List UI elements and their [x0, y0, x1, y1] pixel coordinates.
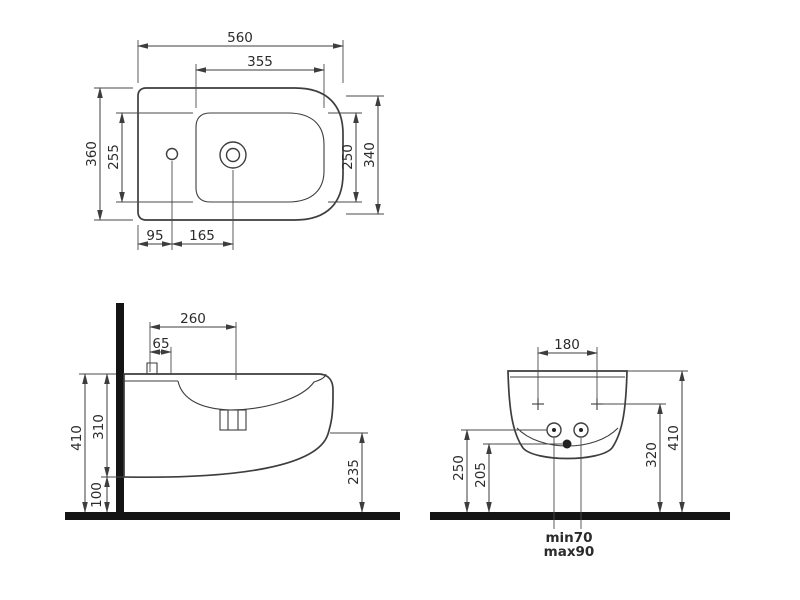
dim-label-overall-depth: 360 [84, 141, 100, 167]
floor-side [65, 512, 400, 520]
drain-inner-circle [225, 147, 241, 163]
fixing-hole-right [591, 398, 603, 410]
dim-label-side-overall-height: 410 [69, 425, 85, 451]
side-faucet-section [146, 362, 158, 374]
top-view-dimension-lines [97, 43, 381, 247]
dim-label-drain-height: 205 [473, 462, 489, 488]
dim-label-rim-depth: 260 [180, 311, 206, 327]
dim-label-body-depth: 340 [362, 142, 378, 168]
supply-hole-right-center [579, 428, 583, 432]
dim-label-bowl-width: 355 [247, 54, 273, 70]
dim-label-front-height: 235 [346, 459, 362, 485]
top-view: 560 355 360 255 250 340 95 165 [84, 30, 384, 250]
front-drain-hole [562, 439, 572, 449]
dim-label-faucet-offset: 95 [146, 228, 163, 244]
supply-hole-left-center [552, 428, 556, 432]
floor-front [430, 512, 730, 520]
dim-label-drain-spacing-min: min70 [545, 530, 592, 546]
dim-label-fixing-height: 320 [644, 442, 660, 468]
wall [116, 303, 124, 512]
dim-label-supply-height: 250 [451, 455, 467, 481]
dim-label-front-overall-height: 410 [666, 425, 682, 451]
dim-label-drain-spacing-max: max90 [544, 544, 595, 560]
dim-label-fixing-hole-spacing: 180 [554, 337, 580, 353]
front-view-extension-lines [461, 347, 688, 445]
front-view: 180 250 205 320 410 min70 max90 [430, 337, 730, 560]
top-view-bowl-outline [195, 112, 325, 203]
dim-label-body-height: 310 [91, 414, 107, 440]
fixing-hole-left [532, 398, 544, 410]
side-view-dimension-lines [82, 324, 365, 513]
dim-label-faucet-to-drain: 165 [189, 228, 215, 244]
dim-label-bowl-depth-left: 255 [106, 144, 122, 170]
dim-label-bowl-depth-right: 250 [340, 144, 356, 170]
side-drain-fitting [219, 409, 247, 431]
faucet-hole [165, 147, 179, 161]
dim-label-wall-clearance: 100 [89, 482, 105, 508]
side-bowl-section [177, 373, 327, 411]
dim-label-side-faucet-offset: 65 [152, 336, 169, 352]
dim-label-overall-width: 560 [227, 30, 253, 46]
side-view: 260 65 410 310 100 235 [65, 303, 400, 520]
front-view-dimension-lines [464, 350, 685, 513]
